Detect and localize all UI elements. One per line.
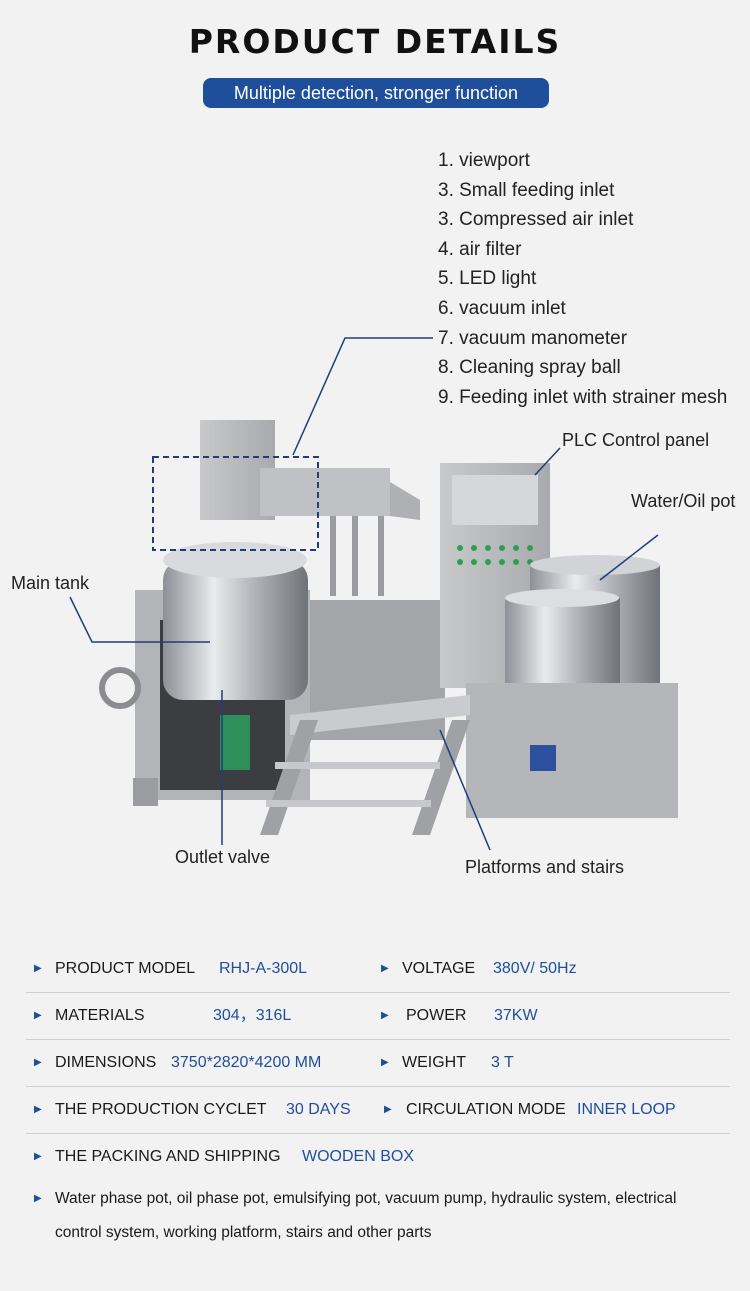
spec-key: VOLTAGE [402,960,476,977]
triangle-right-icon: ▶ [381,1057,389,1068]
callout-main-tank: Main tank [11,573,90,593]
feature-list: 1. viewport 3. Small feeding inlet 3. Co… [438,146,727,412]
stair-step [266,800,431,807]
feature-item: 7. vacuum manometer [438,327,628,349]
platform [290,695,470,735]
feature-item: 5. LED light [438,268,537,290]
stair-step [275,762,440,769]
triangle-right-icon: ▶ [34,963,42,974]
main-tank [163,560,308,700]
highlight-box [152,456,319,551]
oil-pot [505,598,620,698]
spec-key: MATERIALS [55,1007,145,1024]
triangle-right-icon: ▶ [34,1104,42,1115]
spec-value: 30 DAYS [286,1101,351,1118]
spec-row: ▶ MATERIALS 304，316L ▶ POWER 37KW [26,993,730,1040]
feature-item: 3. Small feeding inlet [438,179,615,201]
subtitle-badge: Multiple detection, stronger function [203,78,549,108]
triangle-right-icon: ▶ [381,1010,389,1021]
handwheel [99,667,141,709]
callout-outlet: Outlet valve [175,847,271,867]
spec-key: THE PACKING AND SHIPPING [55,1148,281,1165]
spec-value: 304，316L [213,1007,292,1024]
feature-item: 3. Compressed air inlet [438,209,634,231]
spec-row: ▶ THE PACKING AND SHIPPING WOODEN BOX [26,1134,730,1180]
triangle-right-icon: ▶ [384,1104,392,1115]
feature-item: 1. viewport [438,150,530,171]
spec-key: PRODUCT MODEL [55,960,196,977]
spec-key: POWER [406,1007,467,1024]
callout-plc: PLC Control panel [562,430,710,450]
spec-row: ▶ THE PRODUCTION CYCLET 30 DAYS ▶ CIRCUL… [26,1087,730,1134]
triangle-right-icon: ▶ [34,1010,42,1021]
spec-value: INNER LOOP [577,1101,676,1118]
feature-item: 4. air filter [438,238,522,260]
spec-key: THE PRODUCTION CYCLET [55,1101,267,1118]
parts-note: Water phase pot, oil phase pot, emulsify… [55,1190,677,1241]
spec-value: 37KW [494,1007,538,1024]
triangle-right-icon: ▶ [34,1193,42,1204]
spec-value: 380V/ 50Hz [493,960,577,977]
spec-key: CIRCULATION MODE [406,1101,566,1118]
pump-motor [220,715,250,770]
pot-frame [466,683,678,818]
spec-row: ▶ PRODUCT MODEL RHJ-A-300L ▶ VOLTAGE 380… [26,946,730,993]
triangle-right-icon: ▶ [381,963,389,974]
page-title: PRODUCT DETAILS [188,22,562,61]
spec-table: ▶ PRODUCT MODEL RHJ-A-300L ▶ VOLTAGE 380… [26,946,730,1180]
feature-item: 8. Cleaning spray ball [438,357,621,379]
triangle-right-icon: ▶ [34,1151,42,1162]
feature-item: 6. vacuum inlet [438,297,566,319]
feature-item: 9. Feeding inlet with strainer mesh [438,386,728,408]
spec-value: WOODEN BOX [302,1148,415,1165]
spec-value: 3 T [491,1054,514,1071]
spec-value: 3750*2820*4200 MM [171,1054,322,1071]
machine-illustration [69,337,678,851]
triangle-right-icon: ▶ [34,1057,42,1068]
spec-value: RHJ-A-300L [219,960,308,977]
spec-key: WEIGHT [402,1054,466,1071]
spec-key: DIMENSIONS [55,1054,157,1071]
spec-row: ▶ DIMENSIONS 3750*2820*4200 MM ▶ WEIGHT … [26,1040,730,1087]
callout-water-oil: Water/Oil pot [631,491,736,511]
callout-platforms: Platforms and stairs [465,857,625,877]
lift-arm [260,468,390,516]
